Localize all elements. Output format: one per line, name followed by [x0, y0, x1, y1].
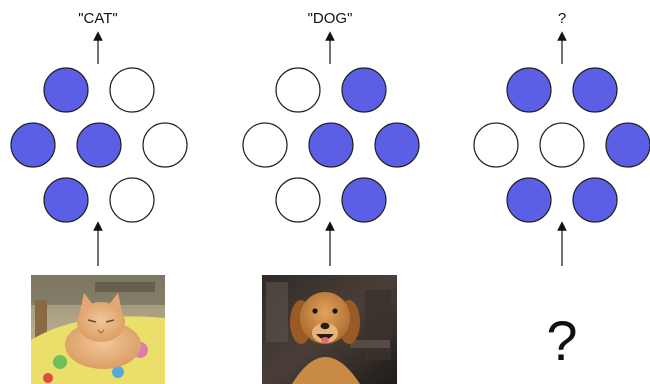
- cat-photo: [31, 275, 165, 384]
- neuron-inactive: [109, 67, 155, 113]
- neuron-active: [10, 122, 56, 168]
- neuron-inactive: [142, 122, 188, 168]
- neuron-active: [605, 122, 650, 168]
- neuron-active: [76, 122, 122, 168]
- neuron-inactive: [473, 122, 519, 168]
- neuron-inactive: [109, 177, 155, 223]
- dog-photo: [262, 275, 397, 384]
- panel-dog: "DOG": [242, 10, 420, 384]
- neuron-active: [572, 67, 618, 113]
- unknown-input-question-mark: ?: [546, 309, 577, 372]
- neuron-inactive: [242, 122, 288, 168]
- neuron-active: [43, 67, 89, 113]
- panel-unknown: ? ?: [473, 10, 650, 372]
- neuron-inactive: [275, 67, 321, 113]
- output-label-unknown: ?: [558, 10, 566, 27]
- neuron-active: [506, 177, 552, 223]
- neuron-active: [572, 177, 618, 223]
- neuron-active: [43, 177, 89, 223]
- neuron-active: [341, 67, 387, 113]
- neuron-inactive: [539, 122, 585, 168]
- neuron-active: [308, 122, 354, 168]
- output-label-dog: "DOG": [308, 10, 353, 27]
- neuron-inactive: [275, 177, 321, 223]
- neuron-active: [341, 177, 387, 223]
- panel-cat: "CAT": [10, 10, 188, 384]
- output-label-cat: "CAT": [78, 10, 118, 27]
- neuron-active: [506, 67, 552, 113]
- neuron-active: [374, 122, 420, 168]
